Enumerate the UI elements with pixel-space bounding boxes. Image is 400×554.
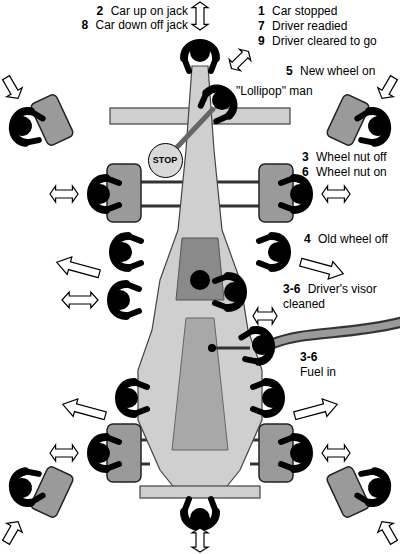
step-number: 2 [97, 4, 104, 18]
step-number: 4 [304, 232, 311, 246]
step-label: 1 Car stopped [258, 4, 337, 19]
step-text: Old wheel off [318, 232, 388, 246]
pit-crew [9, 42, 390, 528]
step-text: Driver readied [272, 19, 347, 33]
step-label: 9 Driver cleared to go [258, 34, 377, 49]
step-text: "Lollipop" man [236, 84, 313, 98]
step-number: 7 [258, 19, 265, 33]
step-text: Car up on jack [111, 4, 188, 18]
step-number: 9 [258, 34, 265, 48]
sign-text: STOP [153, 155, 177, 165]
step-number: 1 [258, 4, 265, 18]
step-label: "Lollipop" man [236, 84, 313, 99]
step-label: 7 Driver readied [258, 19, 347, 34]
step-number: 5 [286, 64, 293, 78]
step-label: 6 Wheel nut on [302, 165, 387, 180]
step-text: Wheel nut off [316, 150, 387, 164]
step-label: 3-6 Driver's visor cleaned [283, 282, 395, 312]
step-number: 8 [81, 18, 88, 32]
step-text: Fuel in [300, 365, 336, 380]
step-number: 3-6 [283, 282, 300, 296]
step-number: 3 [302, 150, 309, 164]
step-label: 4 Old wheel off [304, 232, 388, 247]
stop-sign: STOP [148, 143, 183, 178]
step-label: 3 Wheel nut off [302, 150, 387, 165]
step-number: 6 [302, 165, 309, 179]
fuel-hose [208, 322, 400, 352]
step-label: 8 Car down off jack [81, 18, 188, 33]
step-label: 5 New wheel on [286, 64, 375, 79]
step-text: Driver cleared to go [272, 34, 377, 48]
step-label: 3-6Fuel in [300, 350, 336, 380]
car-body [110, 66, 290, 498]
step-text: New wheel on [300, 64, 375, 78]
step-label: 2 Car up on jack [97, 4, 188, 19]
step-number: 3-6 [300, 350, 336, 365]
step-text: Wheel nut on [316, 165, 387, 179]
step-text: Car stopped [272, 4, 337, 18]
step-text: Car down off jack [96, 18, 189, 32]
